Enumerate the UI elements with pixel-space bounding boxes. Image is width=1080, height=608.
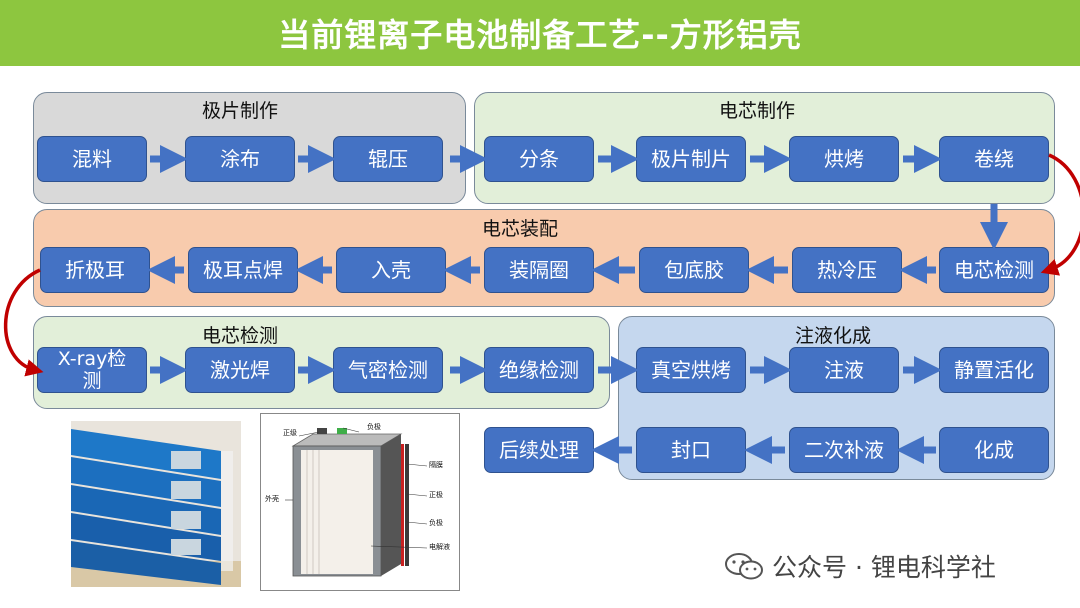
label-shell: 外壳 xyxy=(265,495,279,503)
cross-section-drawing xyxy=(285,427,428,577)
step-formation: 化成 xyxy=(939,427,1049,473)
step-tab-weld: 极耳点焊 xyxy=(188,247,298,293)
step-secondary-fill: 二次补液 xyxy=(789,427,899,473)
title-bar: 当前锂离子电池制备工艺--方形铝壳 xyxy=(0,0,1080,66)
step-cell-test: 电芯检测 xyxy=(939,247,1049,293)
step-slitting: 分条 xyxy=(484,136,594,182)
connector-winding-to-cell-test xyxy=(1040,153,1080,276)
cell-cross-section-diagram: 正级 负极 隔膜 正极 负极 电解液 外壳 xyxy=(260,413,460,591)
wechat-icon xyxy=(725,553,763,580)
panel-title-formation: 注液化成 xyxy=(794,325,871,347)
connector-tab-fold-to-xray xyxy=(3,268,44,377)
step-aging: 静置活化 xyxy=(939,347,1049,393)
label-positive: 正极 xyxy=(429,491,443,499)
label-negative-terminal: 负极 xyxy=(367,423,381,431)
step-insulation-test: 绝缘检测 xyxy=(484,347,594,393)
step-vacuum-bake: 真空烘烤 xyxy=(636,347,746,393)
panel-title-assembly: 电芯装配 xyxy=(481,218,558,240)
step-sealing: 封口 xyxy=(636,427,746,473)
label-separator: 隔膜 xyxy=(429,461,443,469)
step-tab-fold: 折极耳 xyxy=(40,247,150,293)
step-coating: 涂布 xyxy=(185,136,295,182)
watermark: 公众号 · 锂电科学社 xyxy=(724,548,996,584)
page-title: 当前锂离子电池制备工艺--方形铝壳 xyxy=(278,16,802,54)
watermark-text: 公众号 · 锂电科学社 xyxy=(772,553,996,582)
panel-title-cell-make: 电芯制作 xyxy=(718,100,795,122)
battery-stack-photo xyxy=(71,421,241,587)
step-winding: 卷绕 xyxy=(939,136,1049,182)
panel-title-electrode: 极片制作 xyxy=(201,100,278,122)
step-laser-weld: 激光焊 xyxy=(185,347,295,393)
step-sheet-making: 极片制片 xyxy=(636,136,746,182)
step-bottom-tape: 包底胶 xyxy=(639,247,749,293)
label-negative: 负极 xyxy=(429,519,443,527)
step-casing: 入壳 xyxy=(336,247,446,293)
panel-title-inspection: 电芯检测 xyxy=(201,325,278,347)
step-mixing: 混料 xyxy=(37,136,147,182)
label-positive-terminal: 正级 xyxy=(283,429,297,437)
step-xray: X-ray检 测 xyxy=(37,347,147,393)
label-electrolyte: 电解液 xyxy=(429,543,450,551)
step-post-process: 后续处理 xyxy=(484,427,594,473)
step-injection: 注液 xyxy=(789,347,899,393)
step-rolling: 辊压 xyxy=(333,136,443,182)
step-insulation-ring: 装隔圈 xyxy=(484,247,594,293)
